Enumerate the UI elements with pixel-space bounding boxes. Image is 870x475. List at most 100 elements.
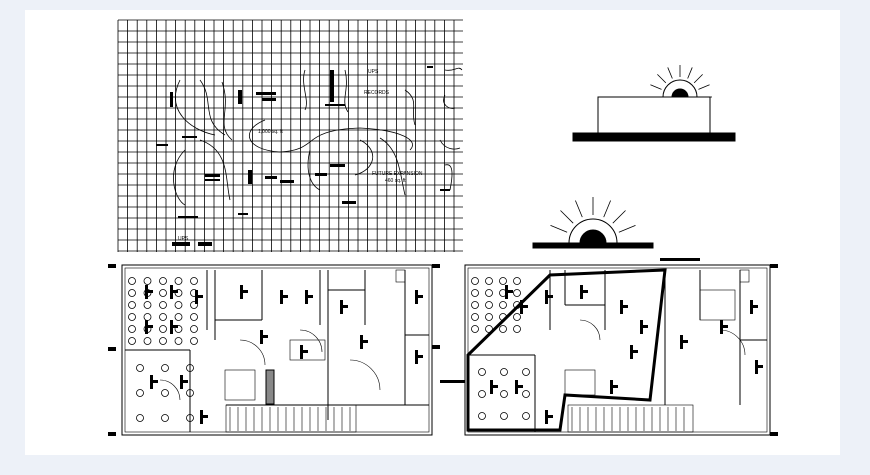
desk bbox=[145, 290, 153, 293]
sun-plan-diagram bbox=[532, 197, 654, 249]
chair bbox=[522, 368, 530, 376]
door-swing bbox=[299, 329, 323, 353]
chair bbox=[161, 389, 169, 397]
desk bbox=[580, 290, 588, 293]
door-swing bbox=[159, 379, 181, 401]
furniture-layout-plan bbox=[121, 264, 433, 436]
chair bbox=[190, 313, 198, 321]
desk bbox=[300, 350, 308, 353]
chair bbox=[143, 277, 152, 285]
desk bbox=[360, 340, 368, 343]
chair bbox=[513, 325, 521, 333]
chair bbox=[128, 313, 136, 321]
desk bbox=[640, 325, 648, 328]
desk bbox=[305, 295, 313, 298]
chair bbox=[190, 325, 198, 333]
chair bbox=[186, 364, 194, 372]
sun-ray bbox=[650, 84, 662, 90]
chair bbox=[478, 390, 486, 398]
chair bbox=[513, 289, 521, 297]
bubble-diagram-grid bbox=[117, 19, 463, 252]
bubble-curve-future bbox=[379, 137, 406, 196]
desk bbox=[145, 325, 153, 328]
chair bbox=[143, 337, 152, 345]
chair bbox=[186, 414, 194, 422]
chair bbox=[136, 389, 144, 397]
desk bbox=[755, 365, 763, 368]
furniture bbox=[128, 277, 763, 431]
chair bbox=[161, 364, 169, 372]
desk bbox=[520, 305, 528, 308]
chair bbox=[485, 277, 493, 285]
chair bbox=[190, 337, 198, 345]
desk bbox=[180, 380, 188, 383]
desk bbox=[260, 335, 268, 338]
chair bbox=[159, 277, 167, 285]
desk bbox=[545, 295, 553, 298]
label-area-main: 1,000 sq. ft bbox=[258, 129, 283, 135]
chair bbox=[143, 313, 152, 321]
desk bbox=[170, 290, 178, 293]
chair bbox=[500, 412, 508, 420]
sun-ray bbox=[687, 67, 693, 79]
chair bbox=[128, 325, 136, 333]
chair bbox=[500, 390, 508, 398]
chair bbox=[174, 277, 183, 285]
chair bbox=[174, 301, 183, 309]
chair bbox=[174, 325, 183, 333]
desk bbox=[505, 290, 513, 293]
bubble-curve bbox=[307, 149, 321, 191]
sun-ray bbox=[560, 210, 574, 224]
sun-ray bbox=[575, 200, 583, 218]
chair bbox=[478, 412, 486, 420]
door-swing bbox=[239, 339, 266, 366]
desk bbox=[545, 415, 553, 418]
plan-markers bbox=[108, 258, 778, 436]
chair bbox=[513, 277, 521, 285]
chair bbox=[522, 412, 530, 420]
ground-line bbox=[532, 242, 654, 249]
bubble-curve bbox=[303, 69, 307, 111]
chair bbox=[499, 325, 507, 333]
bubble-diagram-bubbles bbox=[173, 67, 463, 206]
chair bbox=[522, 390, 530, 398]
bubble-curve bbox=[199, 139, 231, 201]
circulation-layout-plan bbox=[464, 264, 771, 436]
sun-icon bbox=[579, 229, 607, 244]
bubble-curve bbox=[175, 79, 216, 136]
desk bbox=[490, 385, 498, 388]
chair bbox=[513, 313, 521, 321]
chair bbox=[499, 313, 507, 321]
chair bbox=[485, 289, 493, 297]
circulation-path bbox=[466, 268, 667, 432]
sun-ray bbox=[612, 210, 626, 224]
chair bbox=[136, 414, 144, 422]
bubble-diagram-walls bbox=[156, 66, 450, 246]
chair bbox=[190, 301, 198, 309]
desk bbox=[170, 325, 178, 328]
chair bbox=[190, 277, 198, 285]
chair bbox=[128, 337, 136, 345]
chair bbox=[485, 313, 493, 321]
desk bbox=[680, 340, 688, 343]
sun-ray bbox=[618, 225, 636, 233]
bubble-curve bbox=[404, 89, 416, 126]
desk bbox=[200, 415, 208, 418]
chair bbox=[159, 289, 167, 297]
bubble-curve bbox=[444, 67, 463, 71]
chair bbox=[159, 325, 167, 333]
chair bbox=[174, 313, 183, 321]
bubble-curve bbox=[443, 94, 456, 109]
chair bbox=[159, 301, 167, 309]
chair bbox=[143, 301, 152, 309]
desk bbox=[610, 385, 618, 388]
desk bbox=[340, 305, 348, 308]
bubble-curve-1000 bbox=[249, 119, 413, 153]
bubble-curve bbox=[444, 164, 453, 191]
chair bbox=[500, 368, 508, 376]
chair bbox=[485, 301, 493, 309]
desk bbox=[240, 290, 248, 293]
sun-ray bbox=[603, 200, 611, 218]
bubble-curve bbox=[344, 69, 349, 113]
